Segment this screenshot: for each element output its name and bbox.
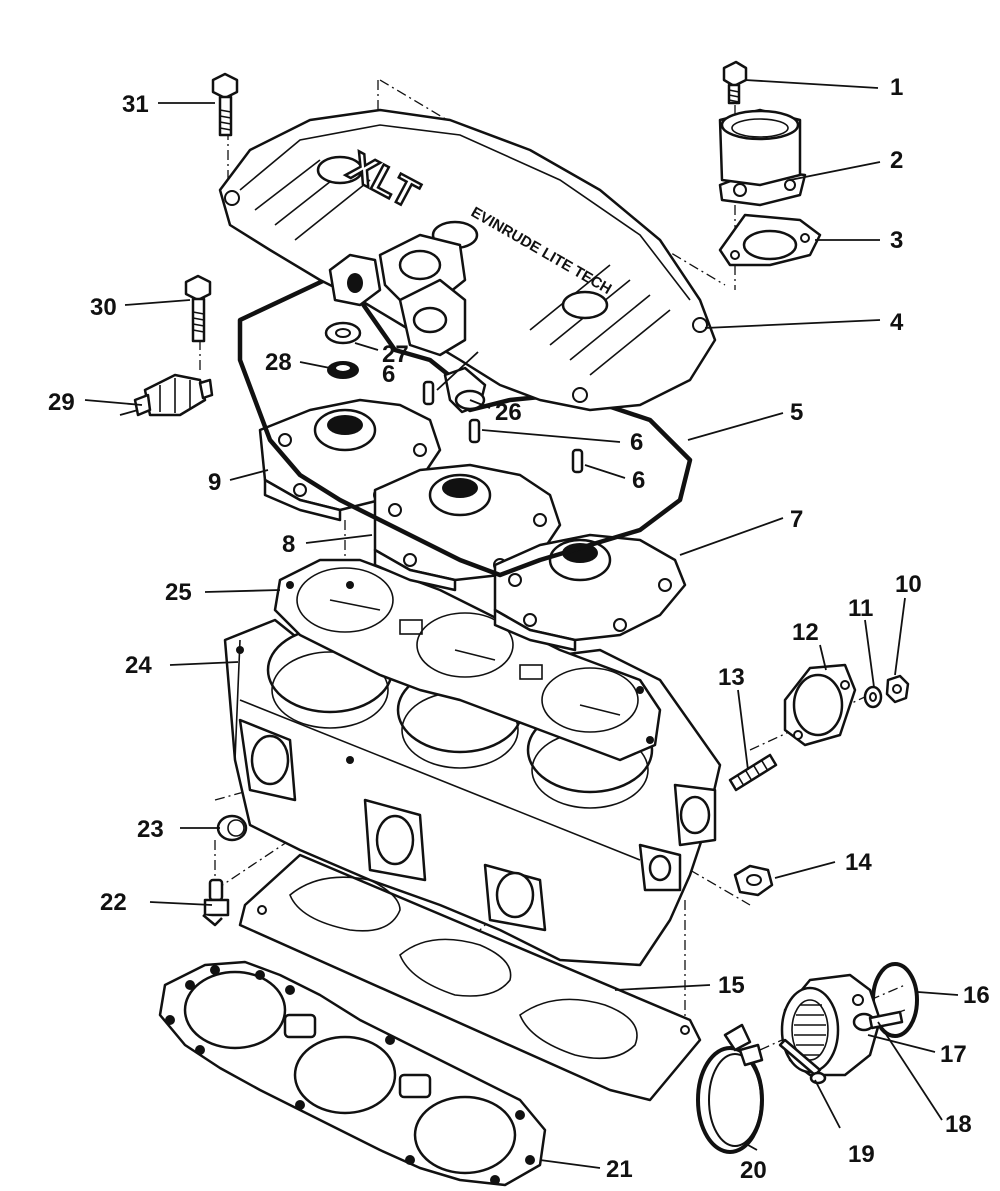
cylinder-head-right <box>493 533 687 652</box>
thermostat-gasket <box>718 213 822 267</box>
washer-27 <box>324 321 362 345</box>
bolt-1 <box>722 60 748 105</box>
callout-6c: 6 <box>632 467 645 494</box>
callout-12: 12 <box>792 619 819 646</box>
head-gasket-lower <box>158 960 547 1187</box>
screw-18 <box>852 1010 904 1032</box>
callout-4: 4 <box>890 309 904 336</box>
callout-9: 9 <box>208 469 221 496</box>
flange-nut <box>733 864 774 897</box>
callout-14: 14 <box>845 849 872 876</box>
cylinder-head-middle <box>373 463 562 592</box>
fitting <box>202 878 230 927</box>
thermostat-housing <box>718 108 807 207</box>
callout-19: 19 <box>848 1141 875 1168</box>
callout-21: 21 <box>606 1156 633 1183</box>
screw-19 <box>778 1038 827 1085</box>
callout-1: 1 <box>890 74 903 101</box>
flange-gasket <box>783 663 857 747</box>
callout-numbers: 1 2 3 4 5 6 6 6 7 8 9 10 11 12 13 14 15 … <box>48 74 990 1184</box>
callout-28: 28 <box>265 349 292 376</box>
callout-23: 23 <box>137 816 164 843</box>
callout-3: 3 <box>890 227 903 254</box>
callout-18: 18 <box>945 1111 972 1138</box>
dowel-pin-1 <box>422 380 435 406</box>
lock-washer <box>863 685 883 709</box>
callout-16: 16 <box>963 982 990 1009</box>
hose-fitting <box>443 366 487 414</box>
dowel-pin-2 <box>468 418 481 444</box>
hex-nut <box>885 674 910 704</box>
callout-24: 24 <box>125 652 152 679</box>
callout-10: 10 <box>895 571 922 598</box>
callout-6a: 6 <box>382 361 395 388</box>
callout-11: 11 <box>848 595 873 622</box>
bolt-31 <box>211 72 239 137</box>
callout-17: 17 <box>940 1041 967 1068</box>
hose-clamp <box>696 1023 764 1154</box>
base-gasket <box>238 853 702 1102</box>
callout-26: 26 <box>495 399 522 426</box>
callout-15: 15 <box>718 972 745 999</box>
callout-13: 13 <box>718 664 745 691</box>
callout-29: 29 <box>48 389 75 416</box>
bolt-30 <box>184 274 212 343</box>
callout-7: 7 <box>790 506 803 533</box>
seal-28 <box>327 361 359 379</box>
callout-2: 2 <box>890 147 903 174</box>
callout-30: 30 <box>90 294 117 321</box>
leader-lines <box>84 79 959 1169</box>
callout-25: 25 <box>165 579 192 606</box>
temperature-sensor <box>119 373 214 417</box>
callout-8: 8 <box>282 531 295 558</box>
dowel-pin-3 <box>571 448 584 474</box>
callout-31: 31 <box>122 91 149 118</box>
callout-20: 20 <box>740 1157 767 1184</box>
callout-6b: 6 <box>630 429 643 456</box>
cover-gasket <box>237 277 693 578</box>
head-gasket-upper <box>273 558 662 762</box>
plug <box>216 814 248 842</box>
cylinder-head-cover: XLT EVINRUDE LITE TECH <box>218 108 717 412</box>
stud <box>728 753 778 792</box>
callout-22: 22 <box>100 889 127 916</box>
callout-27: 27 <box>382 341 409 368</box>
callout-5: 5 <box>790 399 803 426</box>
